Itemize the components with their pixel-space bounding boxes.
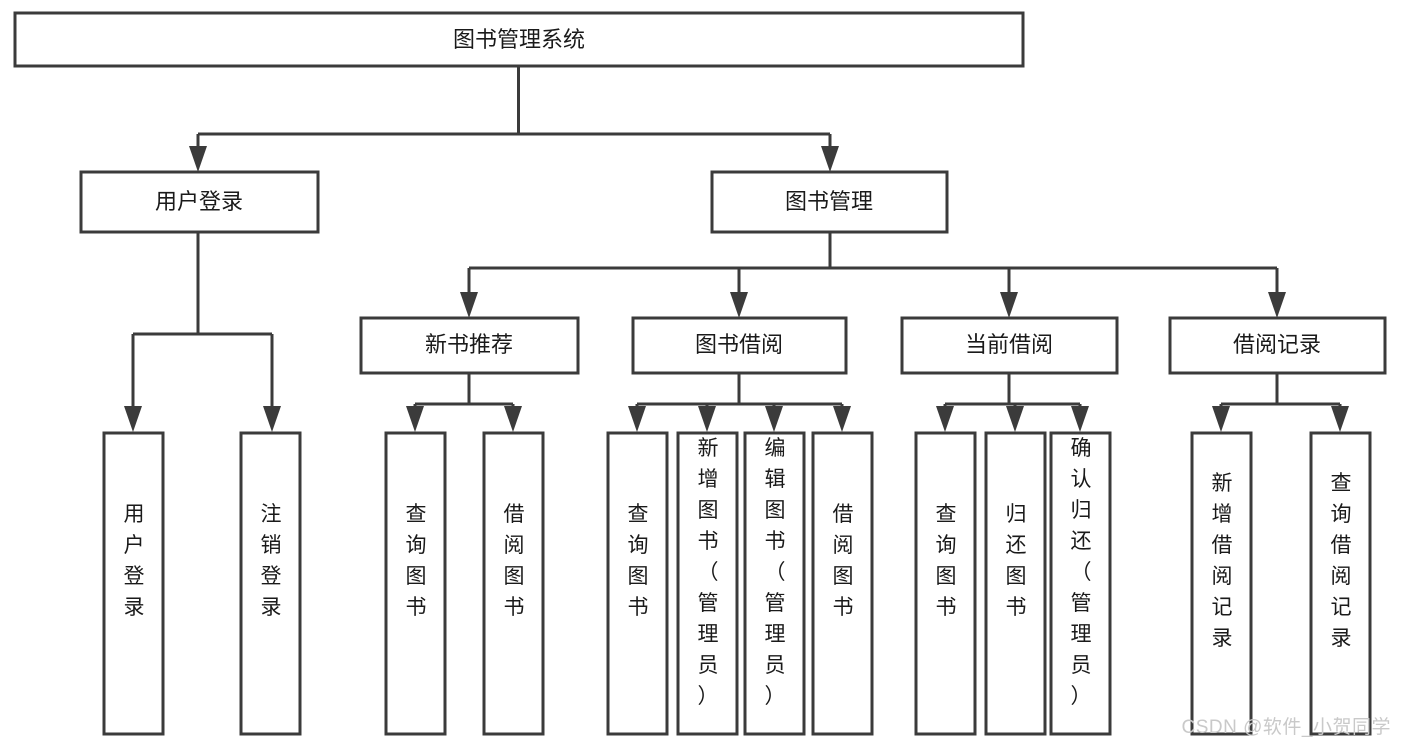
leaf-box-bb-borrow-book[interactable] [811, 431, 874, 736]
arrow-head-br-leaf-1 [1212, 406, 1230, 432]
leaf-box-nb-query-book[interactable] [384, 431, 447, 736]
node-new-book-recommend-box[interactable] [359, 316, 580, 375]
connector-group-book-manage [460, 232, 1286, 318]
node-root-label: 图书管理系统 [453, 27, 585, 52]
watermark-text: CSDN @软件_小贺同学 [1181, 717, 1391, 738]
arrow-head-br-leaf-2 [1331, 406, 1349, 432]
node-borrow-record-box[interactable] [1168, 316, 1387, 375]
node-book-borrow[interactable]: 图书借阅 [631, 316, 848, 375]
node-current-borrow-label: 当前借阅 [965, 332, 1053, 357]
leaf-box-br-add-record[interactable] [1190, 431, 1253, 736]
leaf-node[interactable]: 查询借阅记录 [1309, 431, 1372, 736]
arrow-head-bb-leaf-3 [765, 406, 783, 432]
connector-group-new-book [406, 373, 522, 432]
arrow-head-nb-leaf-1 [406, 406, 424, 432]
node-user-login-box[interactable] [79, 170, 320, 234]
arrow-head-nb-leaf-2 [504, 406, 522, 432]
arrow-head-current-borrow [1000, 292, 1018, 318]
leaf-node[interactable]: 新增借阅记录 [1190, 431, 1253, 736]
node-current-borrow[interactable]: 当前借阅 [900, 316, 1119, 375]
node-new-book-recommend[interactable]: 新书推荐 [359, 316, 580, 375]
node-root-box[interactable] [13, 11, 1025, 68]
connector-group-user-login [124, 232, 281, 432]
leaf-box-logout[interactable] [239, 431, 302, 736]
arrow-head-bb-leaf-1 [628, 406, 646, 432]
leaf-node[interactable]: 查询图书 [914, 431, 977, 736]
leaf-node[interactable]: 查询图书 [606, 431, 669, 736]
arrow-head-bb-leaf-2 [698, 406, 716, 432]
leaf-label-bb-borrow-book: 借阅图书 [833, 503, 854, 619]
connector-group-book-borrow [628, 373, 851, 432]
connector-group-current-borrow [936, 373, 1089, 432]
leaf-node[interactable]: 新增图书（管理员） [676, 431, 739, 736]
leaf-node[interactable]: 借阅图书 [482, 431, 545, 736]
node-book-borrow-label: 图书借阅 [695, 332, 783, 357]
arrow-head-cb-leaf-1 [936, 406, 954, 432]
leaf-label-logout: 注销登录 [261, 503, 282, 619]
arrow-head-cb-leaf-3 [1071, 406, 1089, 432]
leaf-box-cb-confirm-return[interactable] [1049, 431, 1112, 736]
leaf-label-user-login: 用户登录 [124, 503, 145, 619]
leaf-label-bb-edit-book: 编辑图书（管理员） [765, 437, 786, 708]
node-borrow-record-label: 借阅记录 [1233, 332, 1321, 357]
arrow-head-cb-leaf-2 [1006, 406, 1024, 432]
node-book-manage-label: 图书管理 [785, 189, 873, 214]
arrow-head-leaf-logout [263, 406, 281, 432]
connector-group-root [189, 66, 839, 172]
arrow-head-book-manage [821, 146, 839, 172]
arrow-head-leaf-user-login [124, 406, 142, 432]
arrow-head-book-borrow [730, 292, 748, 318]
leaf-box-nb-borrow-book[interactable] [482, 431, 545, 736]
leaf-box-bb-add-book[interactable] [676, 431, 739, 736]
leaf-node[interactable]: 注销登录 [239, 431, 302, 736]
leaf-label-br-query-record: 查询借阅记录 [1331, 472, 1352, 650]
leaf-node[interactable]: 归还图书 [984, 431, 1047, 736]
node-root[interactable]: 图书管理系统 [13, 11, 1025, 68]
node-book-borrow-box[interactable] [631, 316, 848, 375]
leaf-label-cb-query-book: 查询图书 [936, 503, 957, 619]
connector-group-borrow-record [1212, 373, 1349, 432]
leaf-label-bb-add-book: 新增图书（管理员） [698, 437, 719, 708]
leaf-box-bb-query-book[interactable] [606, 431, 669, 736]
node-current-borrow-box[interactable] [900, 316, 1119, 375]
arrow-head-borrow-record [1268, 292, 1286, 318]
leaf-node[interactable]: 编辑图书（管理员） [743, 431, 806, 736]
arrow-head-user-login [189, 146, 207, 172]
leaf-label-br-add-record: 新增借阅记录 [1212, 472, 1233, 650]
leaf-box-br-query-record[interactable] [1309, 431, 1372, 736]
arrow-head-bb-leaf-4 [833, 406, 851, 432]
leaf-label-cb-confirm-return: 确认归还（管理员） [1071, 437, 1092, 708]
node-new-book-recommend-label: 新书推荐 [425, 332, 513, 357]
leaf-node[interactable]: 确认归还（管理员） [1049, 431, 1112, 736]
node-user-login[interactable]: 用户登录 [79, 170, 320, 234]
leaf-box-cb-query-book[interactable] [914, 431, 977, 736]
leaf-box-user-login[interactable] [102, 431, 165, 736]
leaf-box-bb-edit-book[interactable] [743, 431, 806, 736]
node-borrow-record[interactable]: 借阅记录 [1168, 316, 1387, 375]
leaf-label-bb-query-book: 查询图书 [628, 503, 649, 619]
node-book-manage[interactable]: 图书管理 [710, 170, 949, 234]
node-user-login-label: 用户登录 [155, 189, 243, 214]
leaf-node[interactable]: 查询图书 [384, 431, 447, 736]
leaf-node[interactable]: 借阅图书 [811, 431, 874, 736]
leaf-label-nb-query-book: 查询图书 [406, 503, 427, 619]
leaf-label-nb-borrow-book: 借阅图书 [504, 503, 525, 619]
leaf-label-cb-return-book: 归还图书 [1006, 503, 1027, 619]
leaf-node[interactable]: 用户登录 [102, 431, 165, 736]
leaf-box-cb-return-book[interactable] [984, 431, 1047, 736]
arrow-head-new-book [460, 292, 478, 318]
node-book-manage-box[interactable] [710, 170, 949, 234]
